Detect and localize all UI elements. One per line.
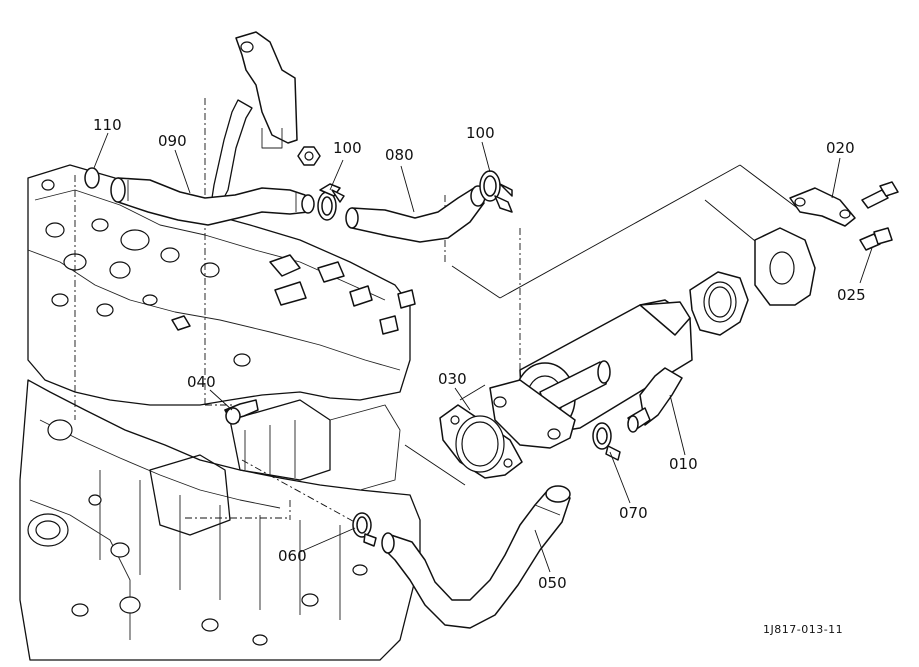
hose-050	[381, 485, 571, 629]
egr-cooler-010	[489, 299, 693, 449]
gasket-rear	[689, 271, 749, 336]
o-ring-110	[84, 167, 100, 189]
callout-100-left: 100	[333, 139, 362, 157]
callout-100-right: 100	[466, 124, 495, 142]
gasket-030	[439, 404, 523, 479]
clamp-060	[352, 512, 377, 547]
callout-080: 080	[385, 146, 414, 164]
callout-020: 020	[826, 139, 855, 157]
callout-110: 110	[93, 116, 122, 134]
pipe-bracket	[211, 31, 321, 206]
leader-lines	[93, 132, 873, 573]
callout-090: 090	[158, 132, 187, 150]
bolt-head-small	[171, 315, 191, 331]
callout-labels: 110 090 100 080 100 020 025 040 030 010 …	[93, 116, 866, 592]
clamp-100-left	[317, 183, 345, 221]
callout-060: 060	[278, 547, 307, 565]
bolts-025	[859, 181, 899, 251]
bolt-040	[224, 399, 259, 425]
assembly-outline-lines	[404, 164, 801, 486]
flange-020-assembly	[754, 187, 856, 306]
hose-090	[110, 177, 315, 226]
engine-block	[19, 164, 421, 661]
callout-010: 010	[669, 455, 698, 473]
clamp-100-right	[479, 170, 513, 213]
callout-030: 030	[438, 370, 467, 388]
assembly-centerlines	[74, 98, 521, 526]
callout-025: 025	[837, 286, 866, 304]
callout-050: 050	[538, 574, 567, 592]
clamp-070	[592, 422, 621, 461]
drawing-code: 1J817-013-11	[763, 623, 843, 636]
callout-070: 070	[619, 504, 648, 522]
hose-080	[345, 185, 486, 243]
callout-040: 040	[187, 373, 216, 391]
